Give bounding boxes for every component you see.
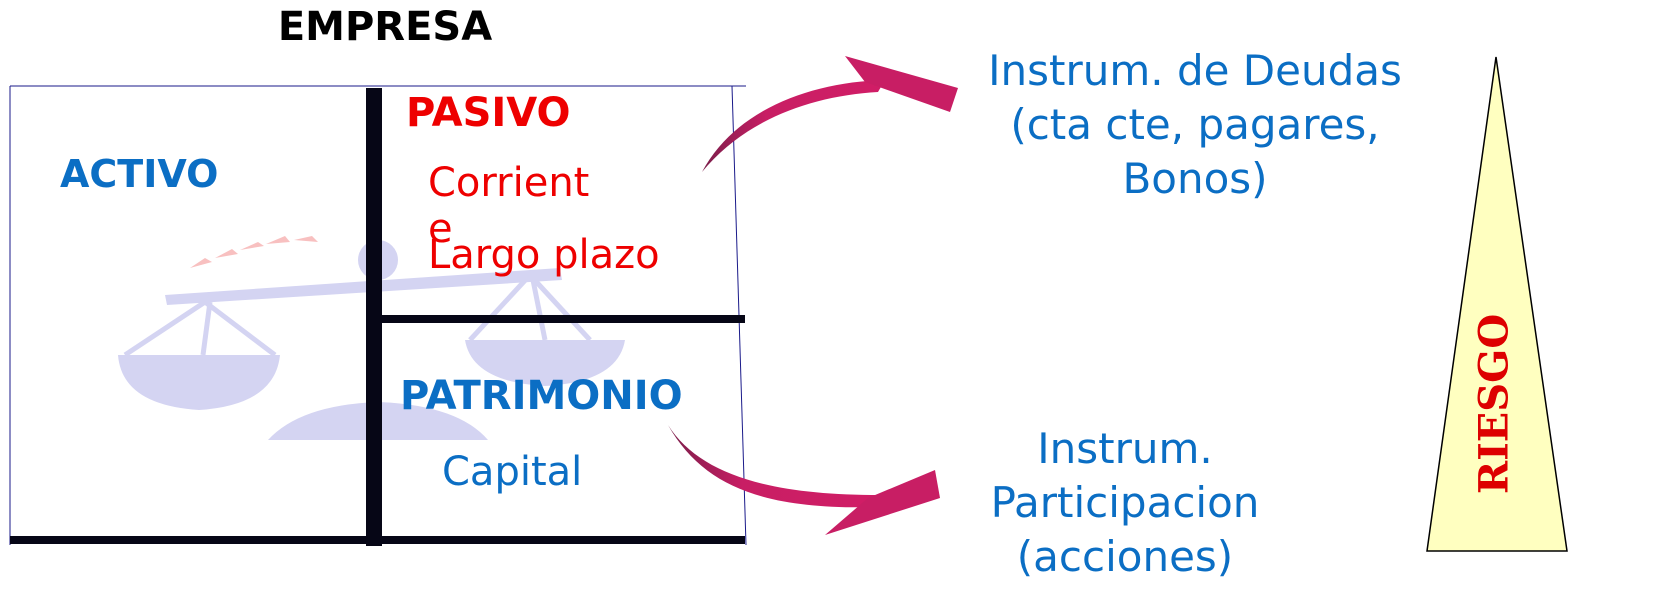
patrimonio-label: PATRIMONIO xyxy=(400,373,683,419)
curved-arrow-icon xyxy=(702,56,958,172)
instrumento-deuda-line: (cta cte, pagares, xyxy=(1010,100,1380,149)
riesgo-label: RIESGO xyxy=(1470,313,1518,495)
instrumento-deuda-line: Instrum. de Deudas xyxy=(988,46,1402,95)
patrimonio-item-capital: Capital xyxy=(442,449,583,495)
instrumento-participacion-line: Participacion xyxy=(990,478,1260,527)
instrumento-deuda-line: Bonos) xyxy=(1122,154,1268,203)
pasivo-label: PASIVO xyxy=(406,90,571,136)
pasivo-item-largo-plazo: Largo plazo xyxy=(428,232,660,278)
diagram-title: EMPRESA xyxy=(277,4,493,50)
pasivo-item-corriente: Corriente xyxy=(428,160,590,252)
activo-label: ACTIVO xyxy=(60,152,219,196)
risk-triangle-shape xyxy=(1426,56,1568,552)
curved-arrow-icon xyxy=(668,425,940,535)
instrumento-participacion-line: (acciones) xyxy=(1016,532,1234,581)
instrumento-participacion-line: Instrum. xyxy=(1037,424,1213,473)
instrumento-deuda-text: Instrum. de Deudas (cta cte, pagares, Bo… xyxy=(960,44,1430,206)
instrumento-participacion-text: Instrum. Participacion (acciones) xyxy=(940,422,1310,584)
